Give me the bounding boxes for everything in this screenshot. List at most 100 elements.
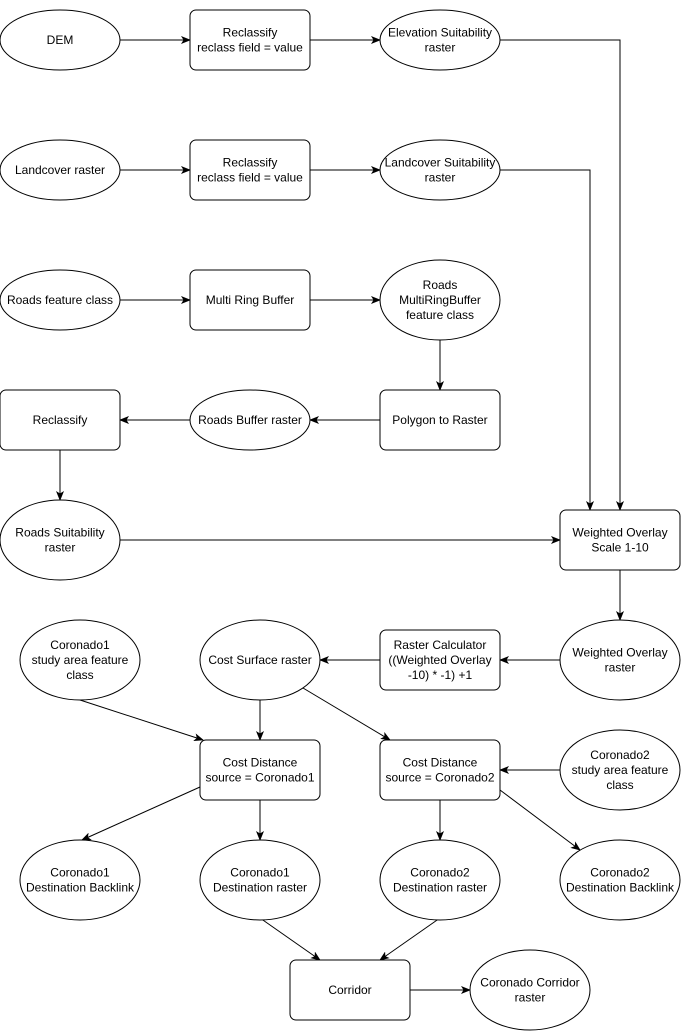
- node-label-line: Roads Buffer raster: [198, 413, 302, 427]
- node-label-line: Roads: [423, 278, 458, 292]
- data-ellipse: [19, 619, 141, 701]
- node-label-line: raster: [425, 41, 456, 55]
- data-ellipse: [379, 139, 501, 201]
- node-label-line: source = Coronado2: [385, 771, 494, 785]
- edge-cd1-to-c1-back: [81, 786, 201, 841]
- node-landcover: Landcover raster: [0, 139, 121, 201]
- node-label-line: Raster Calculator: [394, 638, 487, 652]
- node-dem: DEM: [0, 9, 121, 71]
- node-mrb: Multi Ring Buffer: [189, 269, 311, 331]
- node-label-line: raster: [425, 171, 456, 185]
- data-ellipse: [199, 839, 321, 921]
- node-label-line: raster: [45, 541, 76, 555]
- data-ellipse: [559, 729, 681, 811]
- data-ellipse: [469, 949, 591, 1031]
- data-ellipse: [0, 499, 121, 581]
- node-label-line: -10) * -1) +1: [408, 668, 473, 682]
- node-corridor: Corridor: [289, 959, 411, 1021]
- edge-elev-suit-to-wo-tool: [500, 39, 624, 511]
- data-ellipse: [189, 389, 311, 451]
- node-reclass-roads: Reclassify: [0, 389, 121, 451]
- node-label-line: MultiRingBuffer: [399, 293, 481, 307]
- data-ellipse: [559, 619, 681, 701]
- node-label-line: Corridor: [328, 983, 371, 997]
- data-ellipse: [559, 839, 681, 921]
- node-label-line: Destination raster: [213, 881, 307, 895]
- node-label-line: Coronado1: [230, 866, 290, 880]
- edge-c2-dest-to-corridor: [379, 917, 441, 961]
- process-box: [379, 739, 501, 801]
- node-label-line: Destination raster: [393, 881, 487, 895]
- node-cost-surf: Cost Surface raster: [199, 619, 321, 701]
- data-ellipse: [379, 259, 501, 341]
- node-roads-fc: Roads feature class: [0, 269, 121, 331]
- node-label-line: study area feature: [32, 653, 129, 667]
- edge-c1-study-to-cd1: [79, 699, 204, 742]
- edge-land-suit-to-wo-tool: [500, 169, 594, 511]
- process-box: [189, 139, 311, 201]
- node-label-line: DEM: [47, 33, 74, 47]
- node-label-line: Elevation Suitability: [388, 26, 492, 40]
- data-ellipse: [379, 9, 501, 71]
- node-label-line: Coronado2: [410, 866, 470, 880]
- node-label-line: Roads Suitability: [15, 526, 104, 540]
- data-ellipse: [19, 839, 141, 921]
- node-p2r: Polygon to Raster: [379, 389, 501, 451]
- process-box: [379, 389, 501, 451]
- node-label-line: Reclassify: [223, 156, 278, 170]
- edge-c1-dest-to-corridor: [259, 917, 321, 961]
- node-label-line: Destination Backlink: [26, 881, 135, 895]
- node-label-line: raster: [515, 991, 546, 1005]
- node-label-line: Coronado1: [50, 866, 110, 880]
- process-box: [0, 389, 121, 451]
- node-label-line: Coronado2: [590, 866, 650, 880]
- data-ellipse: [0, 9, 121, 71]
- data-ellipse: [199, 619, 321, 701]
- node-label-line: Coronado1: [50, 638, 110, 652]
- data-ellipse: [0, 269, 121, 331]
- node-label-line: Polygon to Raster: [392, 413, 487, 427]
- node-label-line: reclass field = value: [197, 171, 303, 185]
- node-label-line: Roads feature class: [7, 293, 113, 307]
- edges-layer: [56, 36, 624, 994]
- node-label-line: Scale 1-10: [591, 541, 649, 555]
- node-label-line: source = Coronado1: [205, 771, 314, 785]
- process-box: [289, 959, 411, 1021]
- process-box: [199, 739, 321, 801]
- node-rcalc: Raster Calculator((Weighted Overlay-10) …: [379, 629, 501, 691]
- data-ellipse: [379, 839, 501, 921]
- node-label-line: feature class: [406, 308, 474, 322]
- node-label-line: Landcover raster: [15, 163, 105, 177]
- node-label-line: Multi Ring Buffer: [206, 293, 294, 307]
- node-label-line: Cost Distance: [403, 756, 478, 770]
- node-label-line: Coronado2: [590, 748, 650, 762]
- node-label-line: ((Weighted Overlay: [388, 653, 491, 667]
- node-label-line: class: [66, 668, 93, 682]
- node-label-line: Coronado Corridor: [480, 976, 579, 990]
- node-label-line: Landcover Suitability: [385, 156, 496, 170]
- data-ellipse: [0, 139, 121, 201]
- node-label-line: Weighted Overlay: [572, 646, 667, 660]
- process-box: [189, 269, 311, 331]
- node-roads-buf: Roads Buffer raster: [189, 389, 311, 451]
- node-label-line: Cost Distance: [223, 756, 298, 770]
- node-label-line: Reclassify: [223, 26, 278, 40]
- edge-cd2-to-c2-back: [499, 789, 581, 851]
- edge-cost-surf-to-cd2: [302, 687, 391, 741]
- process-box: [559, 509, 681, 571]
